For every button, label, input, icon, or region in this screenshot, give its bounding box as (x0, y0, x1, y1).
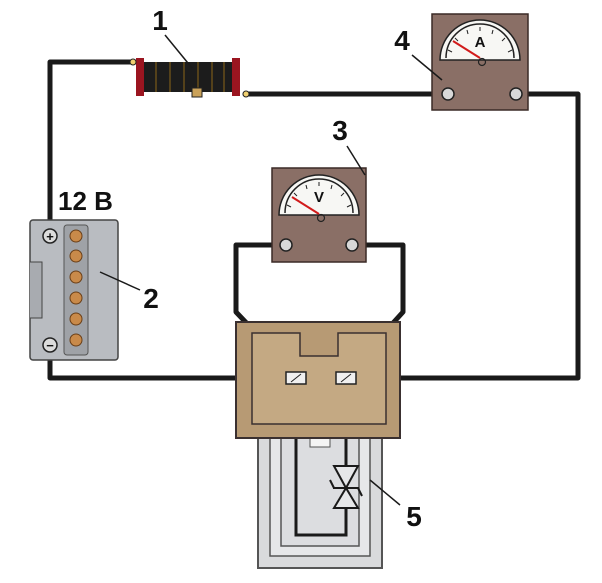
device-element-symbol (329, 465, 363, 509)
battery-positive-sign: + (46, 229, 54, 244)
device-housing (257, 382, 383, 569)
label-rheostat: 1 (152, 5, 168, 36)
battery-cell (69, 312, 83, 326)
label-ammeter: 4 (394, 25, 410, 56)
leader-lines (99, 34, 443, 506)
leader-line-3 (346, 145, 366, 176)
label-battery: 2 (143, 283, 159, 314)
battery: + − (29, 219, 119, 361)
battery-negative-terminal (42, 337, 58, 353)
voltmeter-letter: V (314, 189, 324, 206)
battery-positive-terminal (42, 228, 58, 244)
leader-line-1 (164, 34, 193, 69)
label-voltage: 12 B (58, 186, 113, 216)
battery-cell (69, 249, 83, 263)
ammeter-right-terminal (509, 87, 523, 101)
voltmeter: V (271, 167, 367, 263)
leader-line-2 (99, 271, 141, 291)
voltmeter-left-terminal (279, 238, 293, 252)
leader-line-5 (369, 479, 401, 506)
ammeter-needle (452, 40, 481, 59)
connection-box (235, 321, 401, 439)
leader-line-4 (411, 54, 443, 81)
rheostat (129, 58, 250, 98)
voltmeter-right-terminal (345, 238, 359, 252)
battery-cell (69, 291, 83, 305)
ammeter: A (431, 13, 529, 111)
ammeter-left-terminal (441, 87, 455, 101)
ammeter-letter: A (475, 34, 486, 51)
label-voltmeter: 3 (332, 115, 348, 146)
wire-battery-to-rheostat (47, 59, 138, 236)
wire-ammeter-to-box (343, 91, 581, 381)
battery-cell (69, 229, 83, 243)
rheostat-slider (191, 87, 203, 98)
device-wire (294, 382, 348, 537)
voltmeter-needle (291, 196, 320, 215)
battery-cell (69, 270, 83, 284)
battery-negative-sign: − (46, 338, 54, 353)
label-device: 5 (406, 501, 422, 532)
battery-cell (69, 333, 83, 347)
battery-cells (69, 229, 83, 347)
